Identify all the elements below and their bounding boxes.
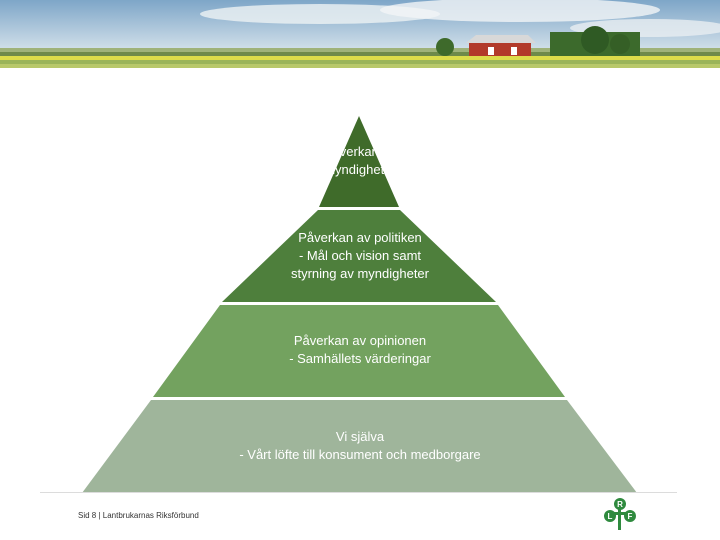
- logo-letter-r: R: [617, 500, 623, 509]
- footer-divider: [40, 492, 677, 493]
- pyramid-tier-4: [82, 400, 637, 493]
- tier-1-label: Påverkan av myndigheter: [300, 143, 420, 179]
- tier-1-line-1: Påverkan av: [323, 144, 397, 159]
- tier-2-line-2: - Mål och vision samt: [298, 248, 422, 263]
- logo-letter-f: F: [628, 512, 633, 521]
- header-landscape-banner: [0, 0, 720, 80]
- pyramid-tier-3: [153, 305, 565, 397]
- tier-2-line-1: Påverkan av politiken: [298, 230, 422, 245]
- footer-page-label: Sid 8 | Lantbrukarnas Riksförbund: [78, 511, 199, 520]
- tier-1-line-2: myndigheter: [324, 162, 396, 177]
- tier-4-line-1: Vi själva: [335, 429, 385, 444]
- tier-3-line-1: Påverkan av opinionen: [293, 333, 427, 348]
- pyramid-tier-1: [319, 116, 399, 207]
- tier-2-line-3: styrning av myndigheter: [290, 266, 429, 281]
- tier-4-label: Vi själva - Vårt löfte till konsument oc…: [200, 428, 520, 464]
- tier-4-line-2: - Vårt löfte till konsument och medborga…: [239, 447, 481, 462]
- logo-letter-l: L: [608, 512, 613, 521]
- tier-2-label: Påverkan av politiken - Mål och vision s…: [260, 229, 460, 283]
- tier-3-line-2: - Samhällets värderingar: [289, 351, 431, 366]
- pyramid-tier-2: [222, 210, 496, 302]
- tier-3-label: Påverkan av opinionen - Samhällets värde…: [240, 332, 480, 368]
- lrf-logo-icon: R L F: [604, 498, 636, 530]
